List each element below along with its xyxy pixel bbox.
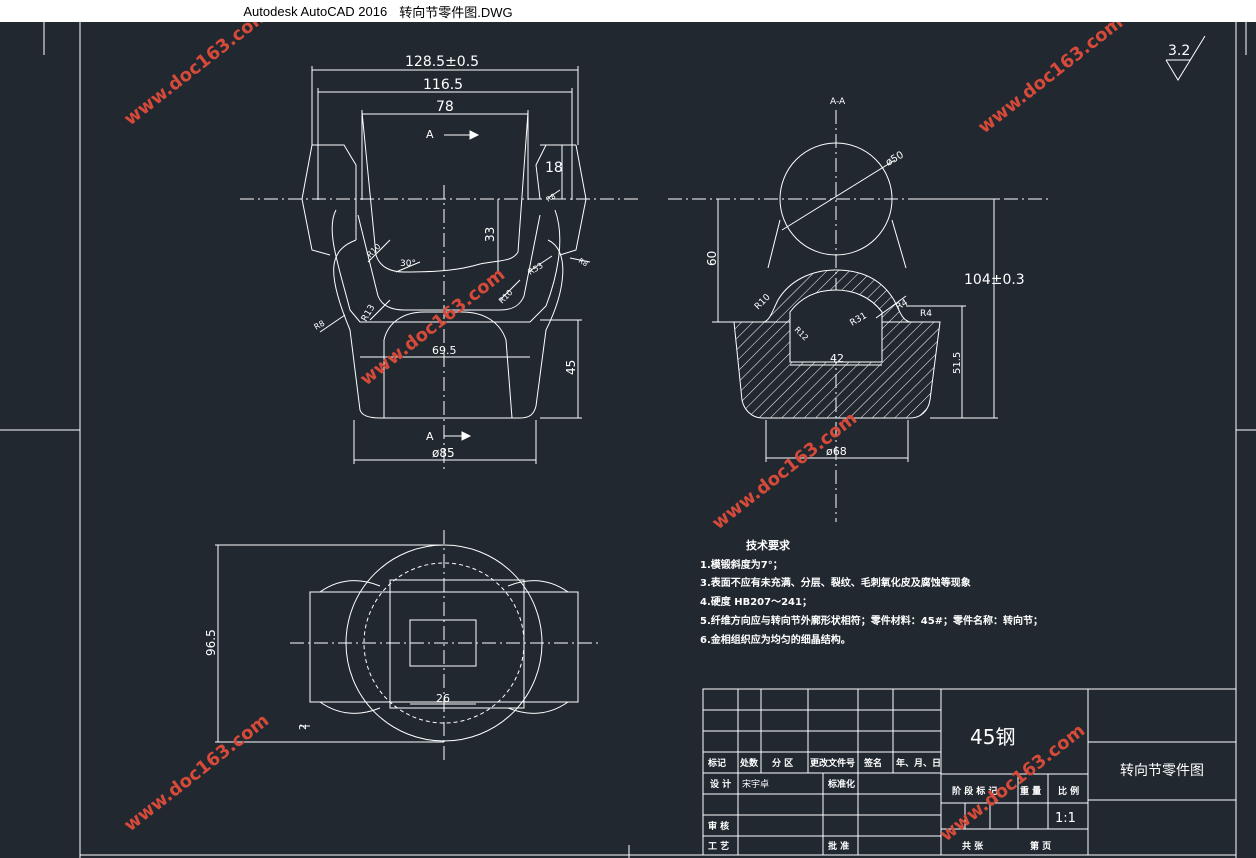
radius-label: R10 xyxy=(753,292,773,312)
title-block xyxy=(702,688,1237,856)
window-titlebar: Autodesk AutoCAD 2016 转向节零件图.DWG xyxy=(0,0,1256,22)
hdr-docno: 更改文件号 xyxy=(810,757,855,769)
section-view xyxy=(668,110,1048,522)
watermark-text: www.doc163.com xyxy=(120,22,273,130)
hdr-date: 年、月、日 xyxy=(896,757,941,769)
file-title: 转向节零件图.DWG xyxy=(399,4,513,20)
radius-label: R8 xyxy=(545,192,557,204)
designer-name: 宋宇卓 xyxy=(742,778,769,790)
radius-label: R13 xyxy=(360,303,378,323)
section-view-labels: A-A ø50 60 104±0.3 42 51.5 ø68 R10 R12 R… xyxy=(705,97,1025,458)
tech-notes: 技术要求 1.模锻斜度为7°； 3.表面不应有未充满、分层、裂纹、毛刺氧化皮及腐… xyxy=(700,538,1043,646)
dim-bottom: 69.5 xyxy=(432,344,457,357)
watermark-text: www.doc163.com xyxy=(120,710,273,836)
scale-label: 比 例 xyxy=(1058,785,1079,797)
dim-68: ø68 xyxy=(826,445,847,458)
review-label: 审 核 xyxy=(708,820,729,832)
tech-note-item: 5.纤维方向应与转向节外廓形状相符；零件材料：45#；零件名称：转向节； xyxy=(700,614,1043,627)
dim-base: ø85 xyxy=(432,446,455,460)
surface-finish-symbol: 3.2 xyxy=(1165,35,1206,81)
top-view-labels: 96.5 2 26 xyxy=(204,629,450,730)
radius-label: R10 xyxy=(497,288,515,306)
dim-45: 45 xyxy=(564,360,578,375)
dim-overall: 128.5±0.5 xyxy=(405,54,479,70)
dim-height-right: 18 xyxy=(545,160,563,176)
section-mark-bottom: A xyxy=(426,430,434,443)
watermark-text: www.doc163.com xyxy=(356,264,509,390)
tech-note-item: 4.硬度 HB207～241； xyxy=(700,595,812,608)
top-view xyxy=(215,530,600,760)
tech-note-item: 1.模锻斜度为7°； xyxy=(700,558,783,571)
watermark-text: www.doc163.com xyxy=(974,22,1127,138)
angle-label: 30° xyxy=(400,259,416,269)
process-label: 工 艺 xyxy=(708,840,729,852)
total-label: 共 张 xyxy=(962,840,984,852)
title-block-labels: 45钢 转向节零件图 标记 处数 分 区 更改文件号 签名 年、月、日 设 计 … xyxy=(707,725,1204,852)
section-title: A-A xyxy=(830,97,846,107)
scale-value: 1:1 xyxy=(1055,811,1076,826)
dim-depth: 33 xyxy=(483,227,497,242)
surface-finish-value: 3.2 xyxy=(1168,43,1190,59)
material-value: 45钢 xyxy=(970,725,1015,749)
watermark-text: www.doc163.com xyxy=(708,408,861,534)
drawing-name: 转向节零件图 xyxy=(1120,763,1204,779)
app-title: Autodesk AutoCAD 2016 xyxy=(243,3,388,19)
radius-label: R10 xyxy=(365,242,383,260)
radius-label: R53 xyxy=(527,261,545,277)
hdr-sign: 签名 xyxy=(863,757,882,769)
page-label: 第 页 xyxy=(1030,840,1051,852)
tech-note-item: 6.金相组织应为均匀的细晶结构。 xyxy=(700,633,851,646)
front-view-labels: 128.5±0.5 116.5 78 18 33 69.5 45 ø85 30°… xyxy=(313,54,590,460)
section-mark-top: A xyxy=(426,128,434,141)
dim-42: 42 xyxy=(830,352,844,365)
dim-inner: 78 xyxy=(436,99,454,115)
approve-label: 批 准 xyxy=(828,840,849,852)
watermarks: www.doc163.com www.doc163.com www.doc163… xyxy=(120,22,1127,846)
tech-note-item: 3.表面不应有未充满、分层、裂纹、毛刺氧化皮及腐蚀等现象 xyxy=(700,576,971,589)
front-view xyxy=(240,66,640,470)
design-label: 设 计 xyxy=(710,778,731,790)
drawing-canvas[interactable]: 3.2 xyxy=(0,22,1256,858)
hdr-zone: 分 区 xyxy=(772,757,793,769)
dim-51-5: 51.5 xyxy=(952,352,963,374)
stage-label: 阶 段 标 记 xyxy=(952,785,997,797)
dim-60: 60 xyxy=(705,251,719,266)
standard-label: 标准化 xyxy=(827,778,855,790)
hdr-mark: 标记 xyxy=(707,757,726,769)
radius-label: R8 xyxy=(577,257,589,269)
dim-104: 104±0.3 xyxy=(964,272,1025,288)
weight-label: 重 量 xyxy=(1020,785,1041,797)
dim-26: 26 xyxy=(436,692,450,705)
dim-width: 116.5 xyxy=(423,77,463,93)
tech-notes-title: 技术要求 xyxy=(746,538,791,552)
radius-label: R4 xyxy=(920,309,932,319)
dim-96-5: 96.5 xyxy=(204,629,218,656)
dim-ball: ø50 xyxy=(884,150,906,169)
hdr-count: 处数 xyxy=(739,757,759,769)
dim-2: 2 xyxy=(298,724,309,730)
